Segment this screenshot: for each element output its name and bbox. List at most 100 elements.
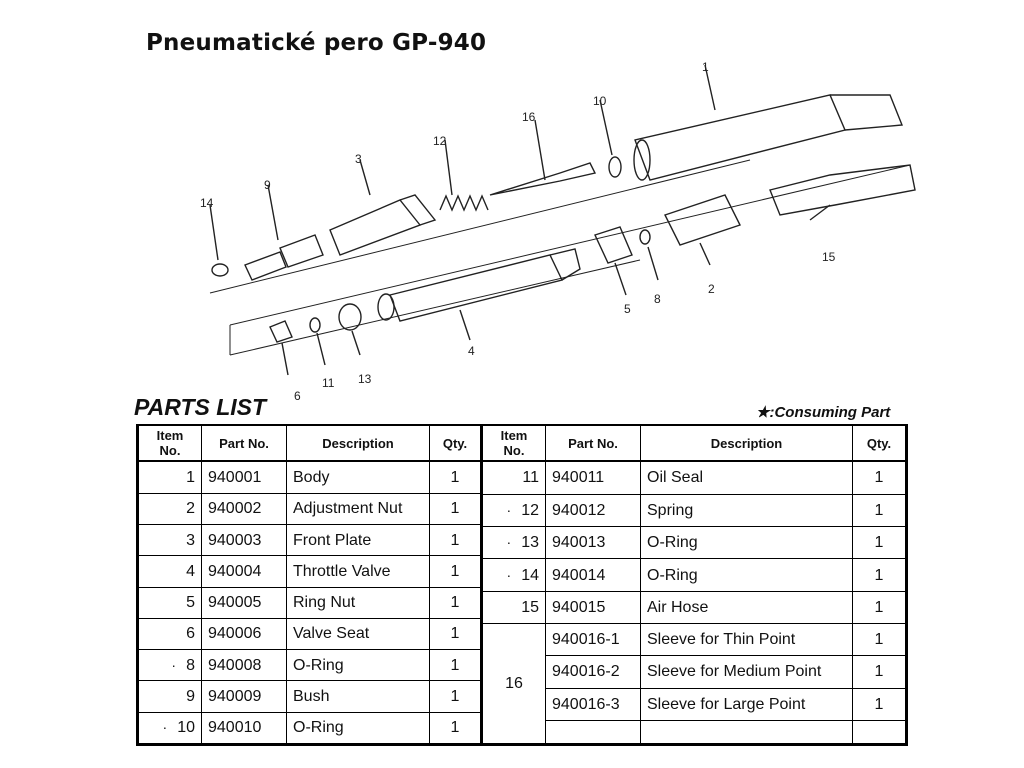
qty-cell: 1 xyxy=(429,460,482,494)
description-cell: Front Plate xyxy=(286,524,430,557)
description-cell: Bush xyxy=(286,680,430,713)
item-no-cell: 5 xyxy=(138,586,202,619)
callout-14: 14 xyxy=(200,196,214,210)
empty-row xyxy=(483,720,906,744)
item-no: 6 xyxy=(186,625,195,643)
parts-list-heading: PARTS LIST xyxy=(134,394,267,420)
header-item-no: Item No. xyxy=(482,426,546,462)
item-no: 4 xyxy=(186,562,195,580)
description-cell: Oil Seal xyxy=(640,460,853,495)
part-no-cell: 940008 xyxy=(201,649,287,682)
part-no-cell: 940011 xyxy=(545,460,641,495)
part-no-cell: 940003 xyxy=(201,524,287,557)
description-cell: Throttle Valve xyxy=(286,555,430,588)
callout-3: 3 xyxy=(355,152,362,166)
item-no: 10 xyxy=(177,719,195,737)
description-cell: Ring Nut xyxy=(286,586,430,619)
consuming-part-note: ★:Consuming Part xyxy=(756,404,891,421)
callout-1: 1 xyxy=(702,60,709,74)
header-description: Description xyxy=(640,426,853,462)
part-no-cell: 940004 xyxy=(201,555,287,588)
description-cell: O-Ring xyxy=(286,711,430,745)
part-no-cell: 940015 xyxy=(545,590,641,625)
callout-10: 10 xyxy=(593,94,607,108)
item-no: 12 xyxy=(521,501,539,519)
header-description: Description xyxy=(286,426,430,462)
description-cell: Sleeve for Thin Point xyxy=(640,622,853,657)
qty-cell: 1 xyxy=(852,460,906,495)
item-no-cell: 6 xyxy=(138,617,202,651)
callout-12: 12 xyxy=(433,134,447,148)
item-no: 13 xyxy=(521,534,539,552)
description-cell xyxy=(640,720,853,744)
item-no-cell: 15 xyxy=(482,590,546,625)
description-cell: Spring xyxy=(640,493,853,528)
qty-cell: 1 xyxy=(852,493,906,528)
description-cell: O-Ring xyxy=(640,526,853,560)
qty-cell: 1 xyxy=(429,555,482,588)
description-cell: Sleeve for Large Point xyxy=(640,687,853,722)
item-no-cell: ·13 xyxy=(482,526,546,560)
part-no-cell: 940016-3 xyxy=(545,687,641,722)
part-no-cell: 940013 xyxy=(545,526,641,560)
exploded-view-diagram: 1 2 3 4 5 6 8 9 10 11 12 13 14 15 16 xyxy=(190,55,930,410)
header-part-no: Part No. xyxy=(201,426,287,462)
consumable-marker: · xyxy=(171,656,177,673)
qty-cell: 1 xyxy=(852,655,906,689)
exploded-view-svg: 1 2 3 4 5 6 8 9 10 11 12 13 14 15 16 xyxy=(200,60,916,403)
qty-cell: 1 xyxy=(852,558,906,592)
callout-2: 2 xyxy=(708,282,715,296)
consumable-marker: · xyxy=(506,501,512,518)
item-no: 15 xyxy=(521,598,539,616)
item-no: 2 xyxy=(186,500,195,518)
header-qty: Qty. xyxy=(852,426,906,462)
description-cell: Sleeve for Medium Point xyxy=(640,655,853,689)
item-no-cell: 4 xyxy=(138,555,202,588)
qty-cell: 1 xyxy=(429,492,482,526)
qty-cell: 1 xyxy=(429,617,482,651)
item-no-cell: 9 xyxy=(138,680,202,713)
description-cell: O-Ring xyxy=(286,649,430,682)
page-title: Pneumatické pero GP-940 xyxy=(146,30,487,56)
item-no-cell: 11 xyxy=(482,460,546,495)
description-cell: Adjustment Nut xyxy=(286,492,430,526)
part-no-cell: 940016-2 xyxy=(545,655,641,689)
item-no: 14 xyxy=(521,566,539,584)
callout-16: 16 xyxy=(522,110,536,124)
part-no-cell: 940012 xyxy=(545,493,641,528)
item-no-cell: 16 xyxy=(482,623,546,744)
item-no-cell: ·14 xyxy=(482,558,546,592)
item-no: 3 xyxy=(186,531,195,549)
item-no: 1 xyxy=(186,468,195,486)
callout-13: 13 xyxy=(358,372,372,386)
item-no-cell: · 12 xyxy=(482,493,546,528)
description-cell: Body xyxy=(286,460,430,494)
item-no-cell: 2 xyxy=(138,492,202,526)
part-no-cell: 940006 xyxy=(201,617,287,651)
callout-6: 6 xyxy=(294,389,301,403)
parts-table-left: Item No. Part No. Description Qty. 1 9400… xyxy=(138,426,482,745)
callout-11: 11 xyxy=(322,376,335,390)
part-no-cell: 940001 xyxy=(201,460,287,494)
part-no-cell: 940016-1 xyxy=(545,622,641,657)
qty-cell: 1 xyxy=(429,711,482,745)
part-no-cell: 940014 xyxy=(545,558,641,592)
callout-5: 5 xyxy=(624,302,631,316)
qty-cell: 1 xyxy=(852,687,906,722)
header-item-no: Item No. xyxy=(138,426,202,462)
header-qty: Qty. xyxy=(429,426,482,462)
description-cell: Air Hose xyxy=(640,590,853,625)
callout-4: 4 xyxy=(468,344,475,358)
